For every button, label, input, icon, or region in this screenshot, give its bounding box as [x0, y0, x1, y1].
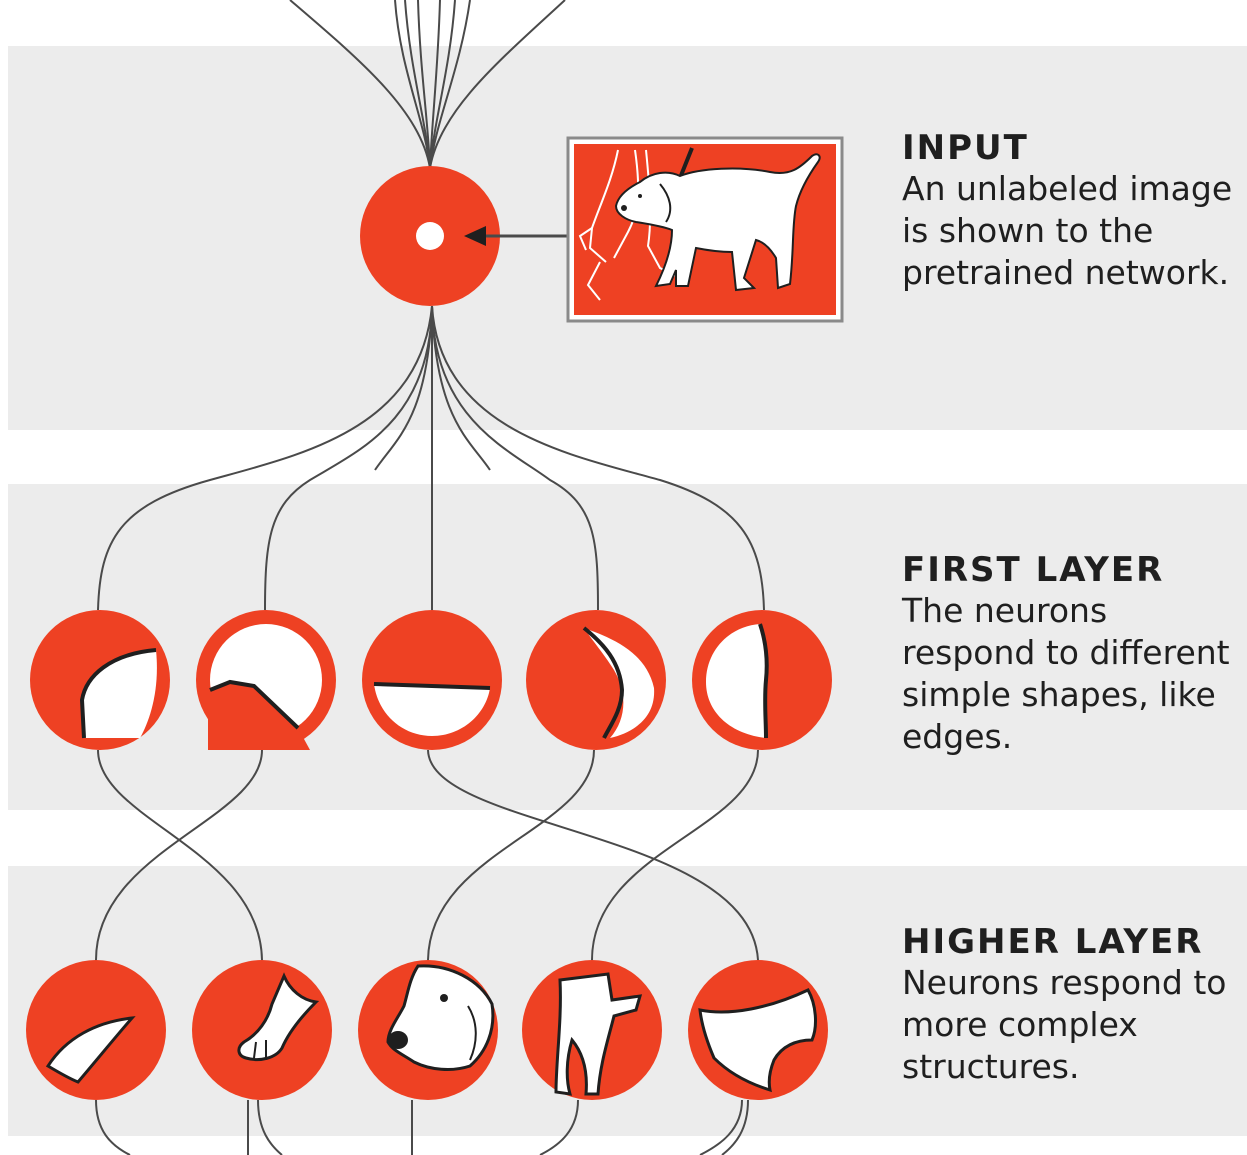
edge-peak-icon — [196, 610, 336, 750]
edge-curve-up-icon — [30, 610, 170, 750]
edge-horizontal-icon — [362, 610, 502, 750]
first-layer-title: FIRST LAYER — [902, 550, 1165, 590]
input-title: INPUT — [902, 128, 1029, 168]
input-neuron — [360, 166, 500, 306]
bottom-connections — [95, 1099, 749, 1155]
input-description: An unlabeled image is shown to the pretr… — [902, 169, 1233, 292]
top-connections — [289, 0, 566, 169]
legs-icon — [522, 960, 662, 1100]
body-curve-icon — [688, 960, 828, 1100]
dog-face-icon — [358, 960, 498, 1100]
input-label: INPUT An unlabeled image is shown to the… — [902, 128, 1242, 294]
arrow-icon — [464, 226, 568, 246]
higher-layer-neurons — [26, 960, 828, 1100]
input-to-first-connections — [97, 305, 765, 611]
higher-layer-title: HIGHER LAYER — [902, 922, 1204, 962]
first-to-higher-connections — [95, 749, 759, 961]
paw-icon — [192, 960, 332, 1100]
first-layer-neurons — [30, 610, 832, 750]
dog-on-leash-icon — [578, 147, 821, 301]
higher-layer-description: Neurons respond to more complex structur… — [902, 963, 1227, 1086]
edge-crescent-icon — [526, 610, 666, 750]
higher-layer-label: HIGHER LAYER Neurons respond to more com… — [902, 922, 1242, 1088]
edge-vertical-icon — [692, 610, 832, 750]
first-layer-description: The neurons respond to different simple … — [902, 591, 1230, 756]
ear-shape-icon — [26, 960, 166, 1100]
first-layer-label: FIRST LAYER The neurons respond to diffe… — [902, 550, 1242, 758]
input-image — [566, 136, 844, 323]
